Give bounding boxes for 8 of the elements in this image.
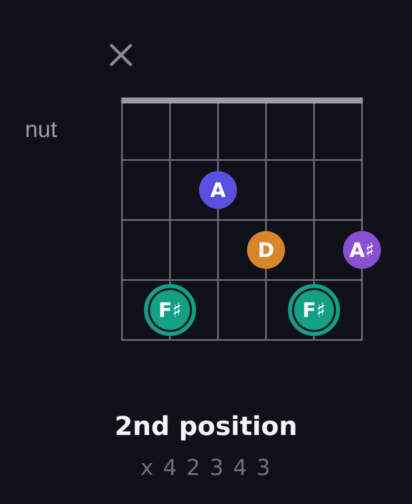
note-dot: A	[199, 171, 237, 209]
root-note-dot: F♯	[288, 284, 340, 336]
root-note-dot: F♯	[144, 284, 196, 336]
chord-title: 2nd position	[114, 412, 298, 444]
nut-label: nut	[25, 118, 57, 141]
note-dot: D	[247, 231, 285, 269]
fingering-caption: x 4 2 3 4 3	[140, 456, 272, 483]
note-dot: A♯	[343, 231, 381, 269]
